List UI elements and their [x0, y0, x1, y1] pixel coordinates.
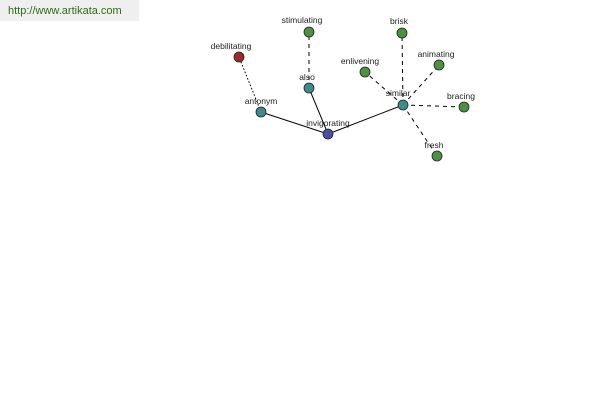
edges-layer [238, 32, 465, 157]
node-dot-also[interactable] [303, 82, 315, 94]
edge-invigorating-to-also [308, 87, 329, 135]
node-bracing[interactable]: bracing [447, 91, 475, 113]
node-label-invigorating[interactable]: invigorating [306, 118, 350, 128]
node-label-stimulating[interactable]: stimulating [282, 15, 323, 25]
node-dot-enlivening[interactable] [359, 66, 371, 78]
edge-similar-to-bracing [402, 104, 465, 108]
edge-invigorating-to-antonym [260, 111, 329, 135]
node-dot-antonym[interactable] [255, 106, 267, 118]
node-label-animating[interactable]: animating [418, 49, 455, 59]
node-dot-fresh[interactable] [431, 150, 443, 162]
node-dot-animating[interactable] [433, 59, 445, 71]
node-label-antonym[interactable]: antonym [245, 96, 278, 106]
node-enlivening[interactable]: enlivening [341, 56, 380, 78]
node-invigorating[interactable]: invigorating [306, 118, 350, 140]
node-label-enlivening[interactable]: enlivening [341, 56, 380, 66]
edge-antonym-to-debilitating [238, 56, 262, 113]
node-stimulating[interactable]: stimulating [282, 15, 323, 38]
node-also[interactable]: also [299, 72, 315, 94]
node-label-debilitating[interactable]: debilitating [211, 41, 252, 51]
node-animating[interactable]: animating [418, 49, 455, 71]
edge-similar-to-fresh [402, 104, 438, 157]
node-label-fresh[interactable]: fresh [425, 140, 444, 150]
node-label-also[interactable]: also [299, 72, 315, 82]
node-brisk[interactable]: brisk [390, 16, 409, 39]
edge-invigorating-to-similar [327, 104, 404, 135]
node-antonym[interactable]: antonym [245, 96, 278, 118]
node-similar[interactable]: similar [386, 88, 411, 111]
site-link[interactable]: http://www.artikata.com [0, 0, 139, 21]
node-dot-bracing[interactable] [458, 101, 470, 113]
edge-similar-to-enlivening [364, 71, 404, 106]
node-fresh[interactable]: fresh [425, 140, 444, 162]
node-debilitating[interactable]: debilitating [211, 41, 252, 63]
node-dot-similar[interactable] [397, 99, 409, 111]
node-label-similar[interactable]: similar [386, 88, 411, 98]
node-dot-invigorating[interactable] [322, 128, 334, 140]
edge-similar-to-animating [402, 64, 440, 106]
node-label-brisk[interactable]: brisk [390, 16, 409, 26]
node-dot-stimulating[interactable] [303, 26, 315, 38]
nodes-layer: invigorating antonym also similar debilitati… [211, 15, 475, 162]
node-dot-debilitating[interactable] [233, 51, 245, 63]
node-label-bracing[interactable]: bracing [447, 91, 475, 101]
node-dot-brisk[interactable] [396, 27, 408, 39]
